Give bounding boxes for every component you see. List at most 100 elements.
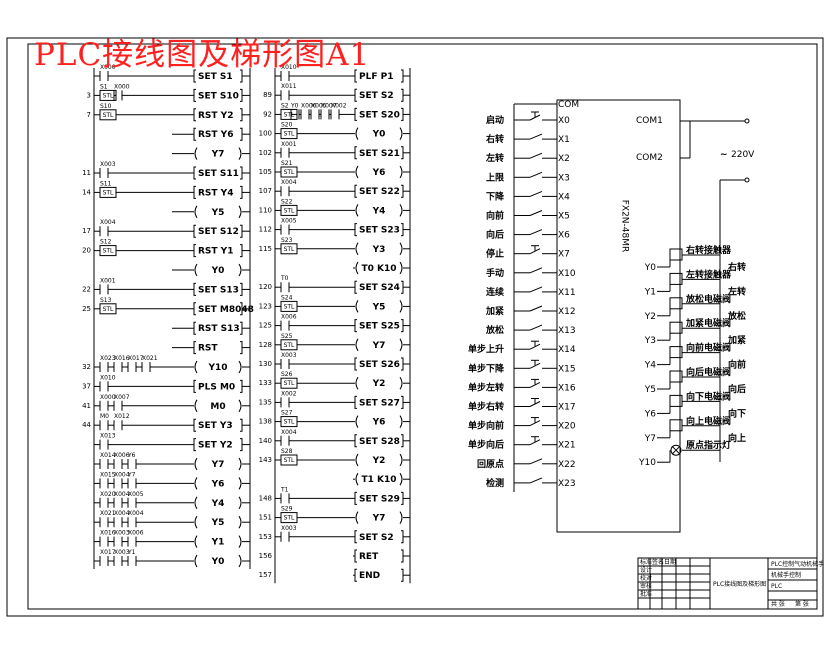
coil-label: Y5 (211, 208, 225, 218)
tb-cell: 标准 (640, 558, 652, 566)
coil-label: Y6 (372, 418, 386, 428)
coil-right-arc (238, 263, 242, 277)
input-name: 手动 (486, 267, 504, 279)
input-address: X2 (558, 154, 570, 164)
contact-label: S21 (281, 160, 293, 167)
instr-left-bracket (354, 319, 357, 333)
input-name: 向前 (486, 210, 504, 222)
instr-left-bracket (193, 88, 196, 102)
rung: T1 K10 (353, 472, 410, 486)
coil-right-arc (238, 535, 242, 548)
contact-label: X000 (114, 83, 130, 90)
instr-left-bracket (193, 379, 196, 393)
title-block-frame (637, 557, 818, 610)
input-address: X23 (558, 479, 576, 489)
coil-left-arc (194, 554, 198, 568)
instr-left-bracket (193, 418, 196, 432)
input-address: X20 (558, 422, 576, 432)
rung: T0 K10 (353, 261, 410, 275)
switch-blade (529, 381, 541, 388)
input-name: 放松 (485, 324, 504, 336)
instruction-label: SET S1 (198, 72, 233, 82)
coil-label: Y3 (372, 245, 386, 255)
coil-label: Y7 (211, 460, 225, 470)
instr-right-bracket (401, 184, 404, 198)
input-name: 加紧 (485, 305, 504, 317)
contact-label: Y7 (127, 471, 136, 478)
stl-label: STL (284, 246, 295, 253)
step-number: 143 (259, 456, 272, 464)
contact-label: X015 (100, 471, 116, 478)
output-device: 向下电磁阀 (686, 390, 731, 402)
instr-left-bracket (354, 280, 357, 294)
instr-left-bracket (354, 146, 357, 160)
instr-left-bracket (193, 185, 196, 199)
instruction-label: SET S2 (359, 91, 394, 101)
input-address: X10 (558, 269, 576, 279)
terminal-n (744, 177, 750, 183)
coil-right-arc (399, 242, 403, 256)
tb-cell: 审核 (640, 582, 652, 590)
instr-right-bracket (401, 223, 404, 237)
contact-label: X006 (301, 102, 317, 109)
contact-label: X021 (100, 510, 116, 517)
coil-right-arc (238, 399, 242, 413)
instr-right-bracket (240, 127, 243, 141)
step-number: 115 (259, 245, 272, 253)
contact-label: Y1 (127, 549, 136, 556)
input-address: X13 (558, 326, 576, 336)
step-number: 102 (259, 149, 272, 157)
instr-left-bracket (193, 282, 196, 296)
switch-blade (529, 305, 543, 312)
contact-label: S10 (100, 103, 112, 110)
stl-label: STL (103, 306, 114, 313)
output-device: 加紧电磁阀 (685, 317, 731, 329)
contact-label: X006 (128, 530, 144, 537)
output-address: Y1 (644, 287, 656, 297)
coil-left-arc (355, 261, 359, 275)
contact-label: X017 (100, 549, 116, 556)
instr-right-bracket (401, 434, 404, 448)
input-name: 停止 (486, 248, 504, 260)
step-number: 32 (82, 363, 91, 371)
contact-label: X016 (100, 530, 116, 537)
contact-label: X004 (100, 219, 116, 226)
coil-label: Y0 (372, 130, 386, 140)
switch-blade (529, 190, 543, 197)
output-address: Y5 (644, 385, 656, 395)
step-number: 135 (259, 398, 272, 406)
output-function: 左转 (727, 285, 746, 297)
input-name: 单步向后 (468, 439, 504, 451)
coil-label: Y2 (372, 379, 386, 389)
coil-label: Y1 (211, 538, 225, 548)
instruction-label: SET S28 (359, 437, 400, 447)
contact-label: S13 (100, 297, 112, 304)
step-number: 14 (82, 188, 91, 196)
stl-label: STL (284, 207, 295, 214)
instr-left-bracket (354, 88, 357, 102)
input-address: X17 (558, 403, 576, 413)
contact-label: X013 (100, 433, 116, 440)
instr-right-bracket (240, 166, 243, 180)
output-address: Y10 (638, 458, 656, 468)
contact-label: S2 (281, 102, 289, 109)
contact-label: X017 (128, 355, 144, 362)
output-function: 向前 (728, 359, 746, 371)
contact-label: S12 (100, 239, 112, 246)
coil-label: M0 (210, 402, 225, 412)
input-address: X11 (558, 288, 576, 298)
contact-label: X010 (100, 374, 116, 381)
coil-label: Y7 (372, 341, 386, 351)
